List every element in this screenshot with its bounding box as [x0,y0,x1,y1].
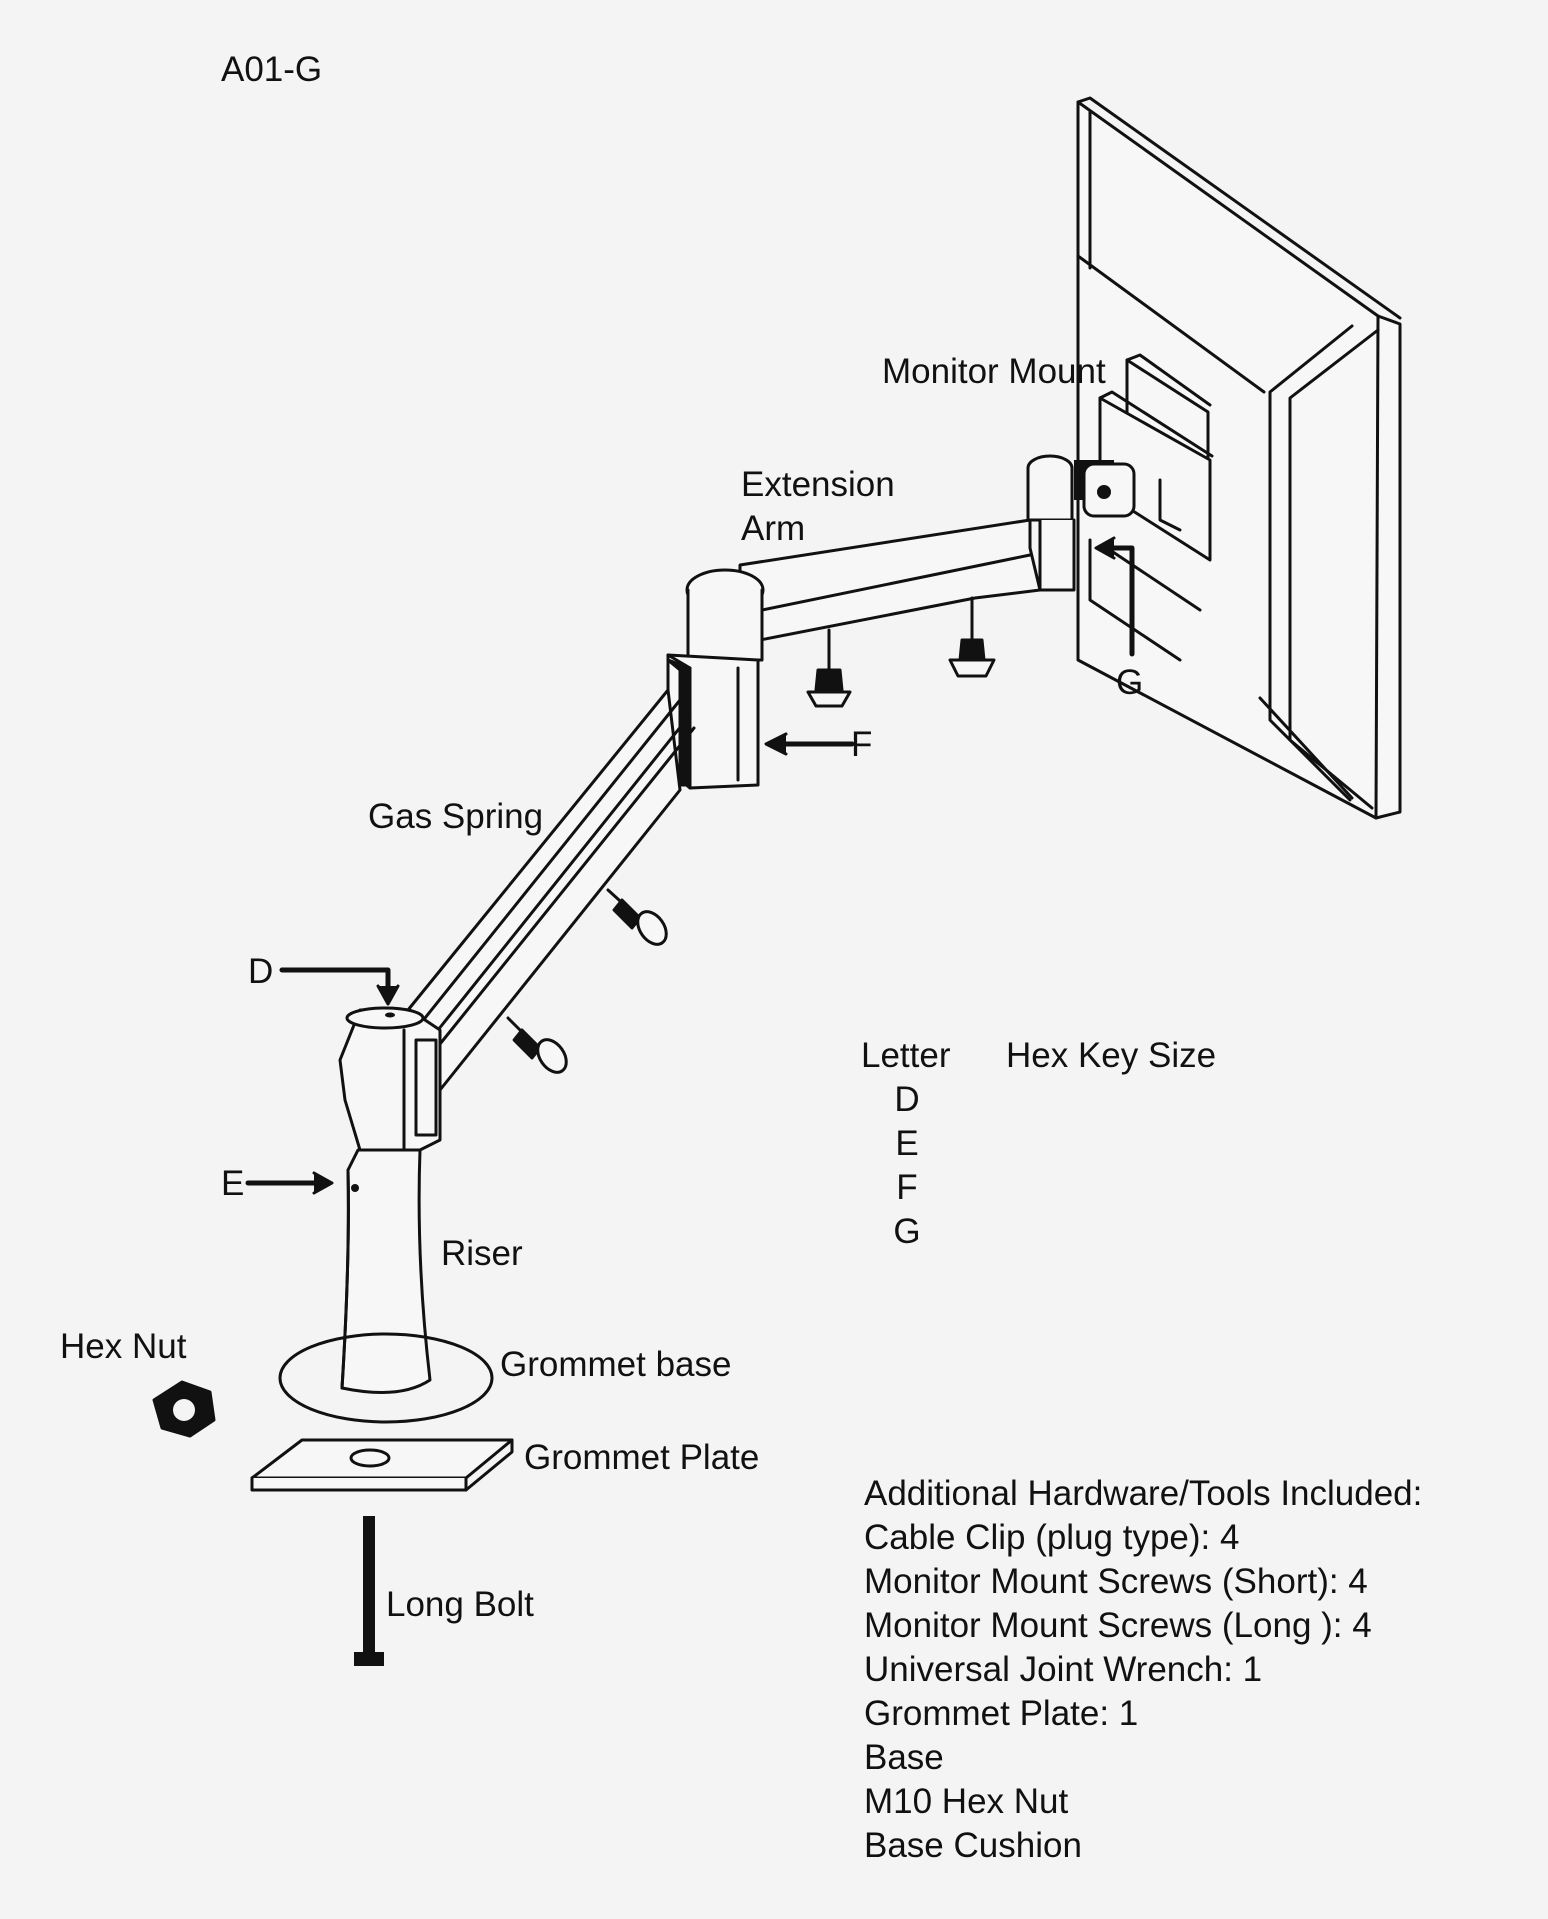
callout-arrows [245,536,1135,1195]
hardware-item: Cable Clip (plug type): 4 [864,1518,1240,1557]
hex-key-letter: G [893,1212,921,1251]
grommet-base [278,1332,494,1424]
callout-g: G [1116,663,1144,702]
label-riser: Riser [441,1234,523,1273]
grommet-plate [250,1438,514,1492]
label-grommet-base: Grommet base [500,1345,732,1384]
model-code: A01-G [221,50,323,89]
hardware-item: M10 Hex Nut [864,1782,1069,1821]
hex-key-letter: E [895,1124,919,1163]
hex-key-letter-column: D E F G [861,1078,953,1254]
elbow-block [666,653,760,790]
hex-key-letter: F [896,1168,918,1207]
monitor-mount-bracket [1088,353,1214,662]
cable-clips [506,596,996,1074]
label-hex-nut: Hex Nut [60,1327,187,1366]
callout-f: F [851,725,873,764]
hardware-heading: Additional Hardware/Tools Included: [864,1474,1423,1513]
hex-key-letter: D [894,1080,920,1119]
riser-head [338,1006,442,1152]
hex-nut [152,1380,216,1438]
gas-spring-arm [406,688,696,1092]
riser-column [340,1148,432,1394]
hardware-item: Monitor Mount Screws (Long ): 4 [864,1606,1372,1645]
hex-key-header-size: Hex Key Size [1006,1036,1217,1075]
long-bolt [354,1516,384,1666]
extension-arm [685,518,1042,662]
callout-e: E [221,1164,245,1203]
hardware-list: Additional Hardware/Tools Included: Cabl… [864,1472,1422,1868]
hardware-item: Base Cushion [864,1826,1082,1865]
label-grommet-plate: Grommet Plate [524,1438,760,1477]
label-extension-arm-line2: Arm [741,509,806,548]
callout-d: D [248,952,274,991]
mount-joint [1026,454,1136,592]
hardware-item: Monitor Mount Screws (Short): 4 [864,1562,1368,1601]
monitor [1076,96,1402,820]
label-extension-arm-line1: Extension [741,465,895,504]
hex-key-header-letter: Letter [861,1036,951,1075]
label-long-bolt: Long Bolt [386,1585,534,1624]
hardware-item: Base [864,1738,944,1777]
hardware-item: Universal Joint Wrench: 1 [864,1650,1263,1689]
label-monitor-mount: Monitor Mount [882,352,1106,391]
label-gas-spring: Gas Spring [368,797,544,836]
hardware-item: Grommet Plate: 1 [864,1694,1139,1733]
